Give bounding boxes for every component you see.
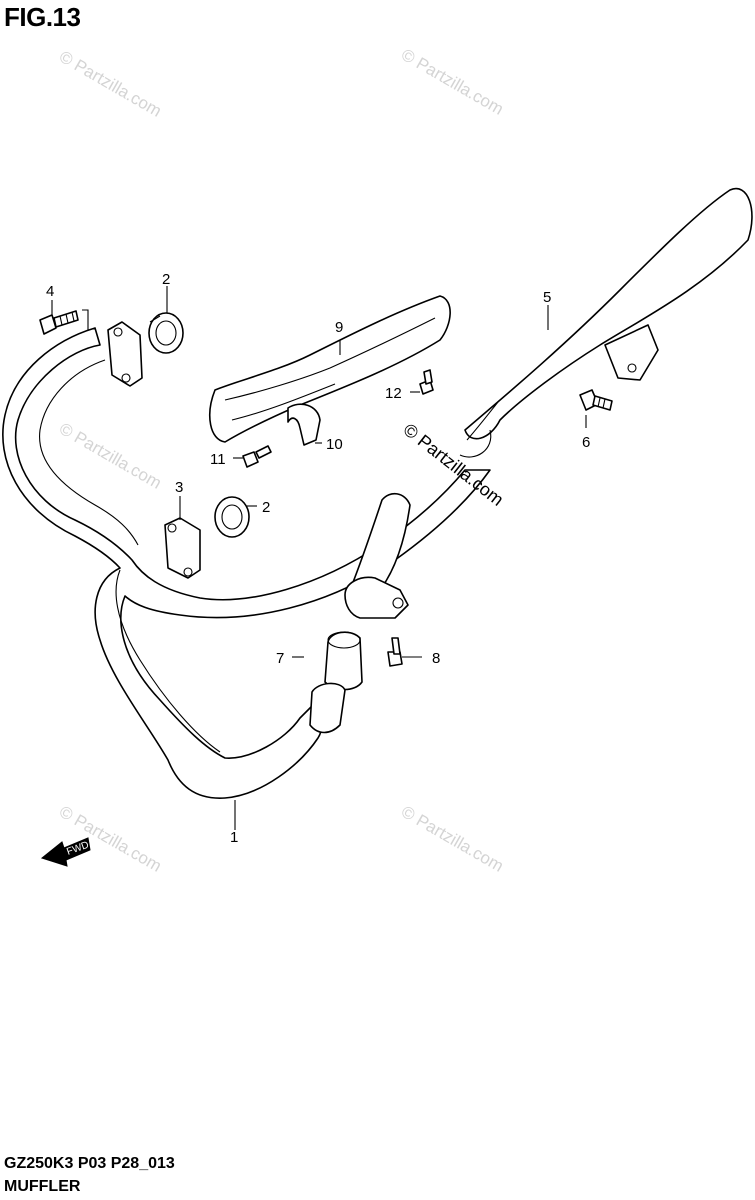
exhaust-pipe [2, 327, 491, 799]
callout-12: 12 [385, 385, 402, 402]
watermark: © Partzilla.com [398, 45, 507, 119]
flange-bolt [39, 310, 79, 335]
connecting-pipe [344, 492, 411, 619]
callout-1: 1 [230, 829, 238, 846]
callout-2: 2 [162, 271, 170, 288]
shield-screw [419, 369, 434, 395]
lower-exhaust-flange [164, 517, 201, 579]
muffler-bolt [579, 389, 613, 411]
callout-8: 8 [432, 650, 440, 667]
pipe-outlet-end [309, 682, 346, 734]
shield-clamp [287, 403, 321, 446]
heat-shield [209, 295, 451, 443]
callout-2: 2 [262, 499, 270, 516]
callout-9: 9 [335, 319, 343, 336]
callout-labels: 1 2 2 3 4 5 6 7 8 9 10 11 12 [46, 271, 590, 846]
callout-3: 3 [175, 479, 183, 496]
callout-4: 4 [46, 283, 54, 300]
watermark: © Partzilla.com [56, 802, 165, 876]
upper-exhaust-flange [107, 321, 143, 387]
callout-6: 6 [582, 434, 590, 451]
upper-gasket [148, 312, 184, 354]
figure-code: GZ250K3 P03 P28_013 [4, 1155, 175, 1172]
watermark: © Partzilla.com [398, 802, 507, 876]
callout-leaders [51, 286, 587, 830]
figure-title: FIG.13 [4, 2, 81, 32]
callout-7: 7 [276, 650, 284, 667]
callout-10: 10 [326, 436, 343, 453]
forward-direction-arrow: FWD [40, 837, 91, 867]
figure-name: MUFFLER [4, 1178, 81, 1195]
watermark: © Partzilla.com [56, 47, 165, 121]
lower-gasket [214, 496, 250, 538]
clamp-bolt [387, 637, 403, 667]
callout-5: 5 [543, 289, 551, 306]
muffler-bracket [604, 324, 659, 381]
muffler-body [459, 187, 753, 458]
clamp-screw [242, 445, 272, 468]
callout-11: 11 [210, 451, 226, 468]
watermark: © Partzilla.com [56, 419, 165, 493]
pipe-sleeve [324, 631, 363, 691]
